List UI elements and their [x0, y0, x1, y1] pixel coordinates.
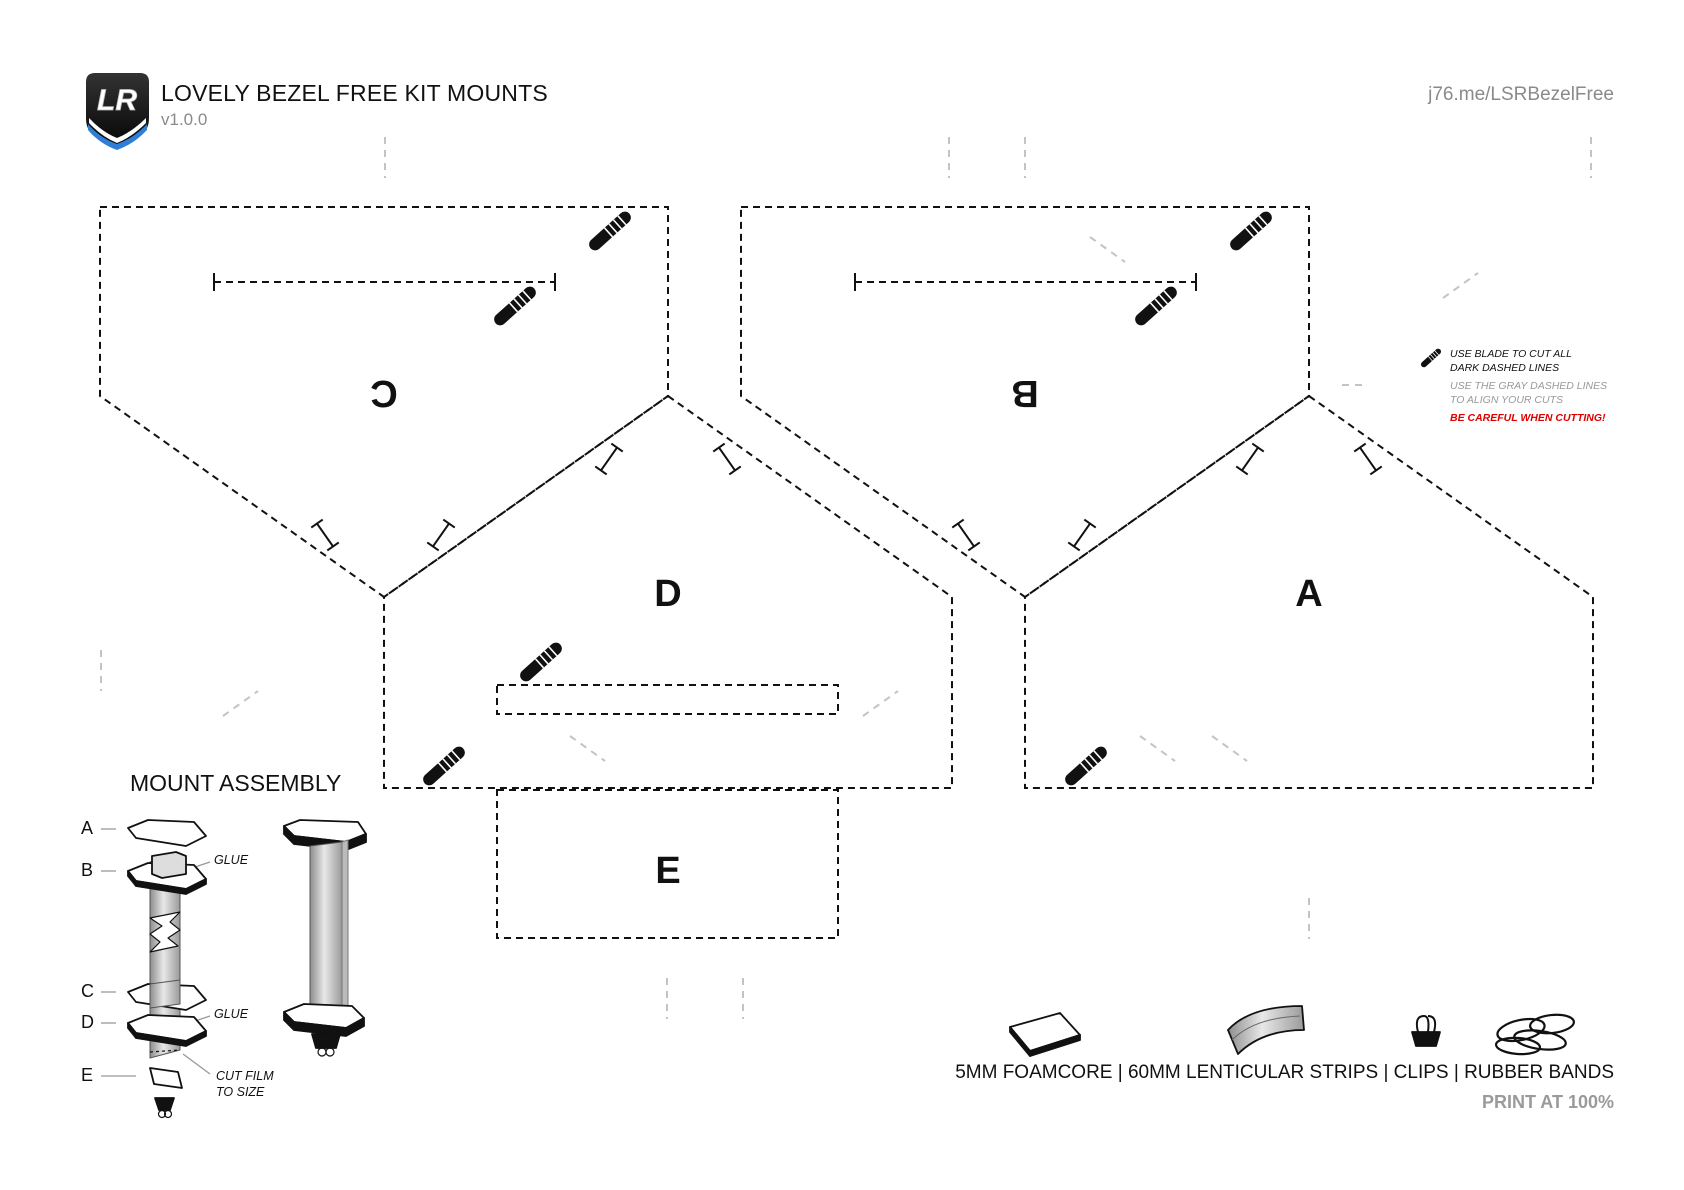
- logo-text: LR: [97, 84, 137, 117]
- url-link[interactable]: j76.me/LSRBezelFree: [1428, 84, 1614, 105]
- blade-icon: [1419, 347, 1443, 369]
- glue-note-2: GLUE: [214, 1007, 249, 1021]
- assembly-letter-a: A: [81, 818, 94, 838]
- legend-icons: [1419, 347, 1443, 369]
- slot-d-outline: [496, 684, 839, 715]
- piece-a-label: A: [1295, 573, 1322, 615]
- page-title: LOVELY BEZEL FREE KIT MOUNTS: [161, 80, 548, 106]
- piece-e-label: E: [655, 850, 680, 892]
- materials-icons: [1009, 1005, 1575, 1057]
- glue-note-1: GLUE: [214, 853, 249, 867]
- cut-film-line-1: CUT FILM: [216, 1069, 274, 1083]
- assembly-letter-b: B: [81, 860, 94, 880]
- legend-blade-line-2: DARK DASHED LINES: [1450, 362, 1560, 374]
- assembly-letter-c: C: [81, 981, 94, 1001]
- version-label: v1.0.0: [161, 110, 208, 129]
- blade-icon: [419, 743, 469, 789]
- legend-gray-line-2: TO ALIGN YOUR CUTS: [1450, 394, 1563, 406]
- print-note: PRINT AT 100%: [1481, 1092, 1614, 1112]
- blade-icon: [1226, 208, 1276, 254]
- piece-d-outline: [383, 394, 953, 789]
- materials-list: 5MM FOAMCORE | 60MM LENTICULAR STRIPS | …: [955, 1062, 1614, 1083]
- rubber-bands-icon: [1494, 1013, 1575, 1056]
- foamcore-icon: [1009, 1012, 1081, 1057]
- assembly-title: MOUNT ASSEMBLY: [130, 770, 342, 796]
- cut-film-note: CUT FILM TO SIZE: [216, 1068, 274, 1100]
- blade-icon: [516, 639, 566, 685]
- guide-lines: [100, 137, 1592, 1019]
- blade-icon: [490, 283, 540, 329]
- logo: LR: [86, 73, 149, 150]
- legend-gray-line-1: USE THE GRAY DASHED LINES: [1450, 380, 1608, 392]
- legend-blade-line-1: USE BLADE TO CUT ALL: [1450, 348, 1572, 360]
- piece-a-outline: [1024, 394, 1594, 789]
- cut-lines: [99, 206, 1594, 939]
- assembly-diagram: [101, 819, 367, 1119]
- piece-c-outline: [99, 206, 669, 599]
- piece-e-outline: [496, 789, 839, 939]
- assembly-letter-d: D: [81, 1012, 94, 1032]
- blade-icons: [419, 208, 1276, 789]
- legend-gray-text: USE THE GRAY DASHED LINES TO ALIGN YOUR …: [1450, 379, 1607, 407]
- piece-b-label: B: [1011, 372, 1038, 414]
- slot-caps: [213, 273, 1197, 291]
- piece-b-outline: [740, 206, 1310, 599]
- blade-icon: [1061, 743, 1111, 789]
- legend-blade-text: USE BLADE TO CUT ALL DARK DASHED LINES: [1450, 347, 1572, 375]
- notch-markers: [310, 442, 1383, 552]
- assembled-mount: [283, 819, 367, 1057]
- binder-clip-icon: [154, 1097, 175, 1119]
- piece-d-label: D: [654, 573, 681, 615]
- blade-icon: [585, 208, 635, 254]
- binder-clip-icon: [1411, 1015, 1441, 1047]
- piece-c-label: C: [370, 372, 397, 414]
- lenticular-strip-icon: [1227, 1005, 1305, 1055]
- assembly-letter-e: E: [81, 1065, 94, 1085]
- legend-warning: BE CAREFUL WHEN CUTTING!: [1450, 412, 1606, 424]
- blade-icon: [1131, 283, 1181, 329]
- cut-film-line-2: TO SIZE: [216, 1085, 265, 1099]
